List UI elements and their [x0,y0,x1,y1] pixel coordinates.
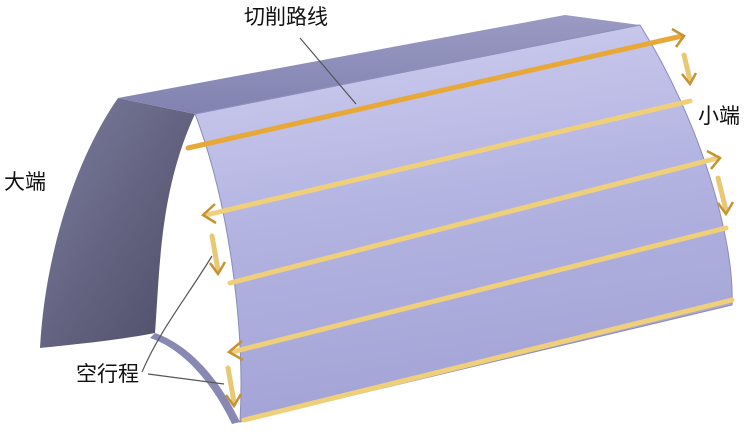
cut-arrowhead-1 [671,27,686,48]
label-idle-stroke: 空行程 [76,362,139,386]
return-arrowhead-2 [226,340,244,362]
label-small-end: 小端 [698,104,740,128]
cut-arrowhead-2 [706,149,722,170]
idle-line-1 [681,52,693,83]
label-large-end: 大端 [4,170,46,194]
cut-line-5 [241,297,735,423]
leader-idle-2 [147,373,225,385]
label-cut-path: 切削路线 [244,5,328,29]
leader-idle-1 [141,255,213,373]
cut-line-2 [227,155,721,286]
return-line-2 [229,225,729,355]
top-bevel [118,15,640,114]
return-line-1 [203,98,693,218]
idle-arrowhead-3 [716,201,735,217]
idle-arrowhead-1 [681,72,698,87]
leader-cut-path [299,37,357,105]
bottom-rim [150,333,240,424]
bevel-edge [194,24,641,115]
return-arrowhead-1 [200,203,217,225]
idle-arrowhead-2 [208,261,227,277]
idle-arrowhead-4 [224,393,243,409]
large-end-face [40,98,195,348]
idle-line-3 [715,175,729,213]
idle-line-2 [209,233,221,273]
idle-line-4 [225,365,237,405]
cut-line-1 [185,33,685,151]
